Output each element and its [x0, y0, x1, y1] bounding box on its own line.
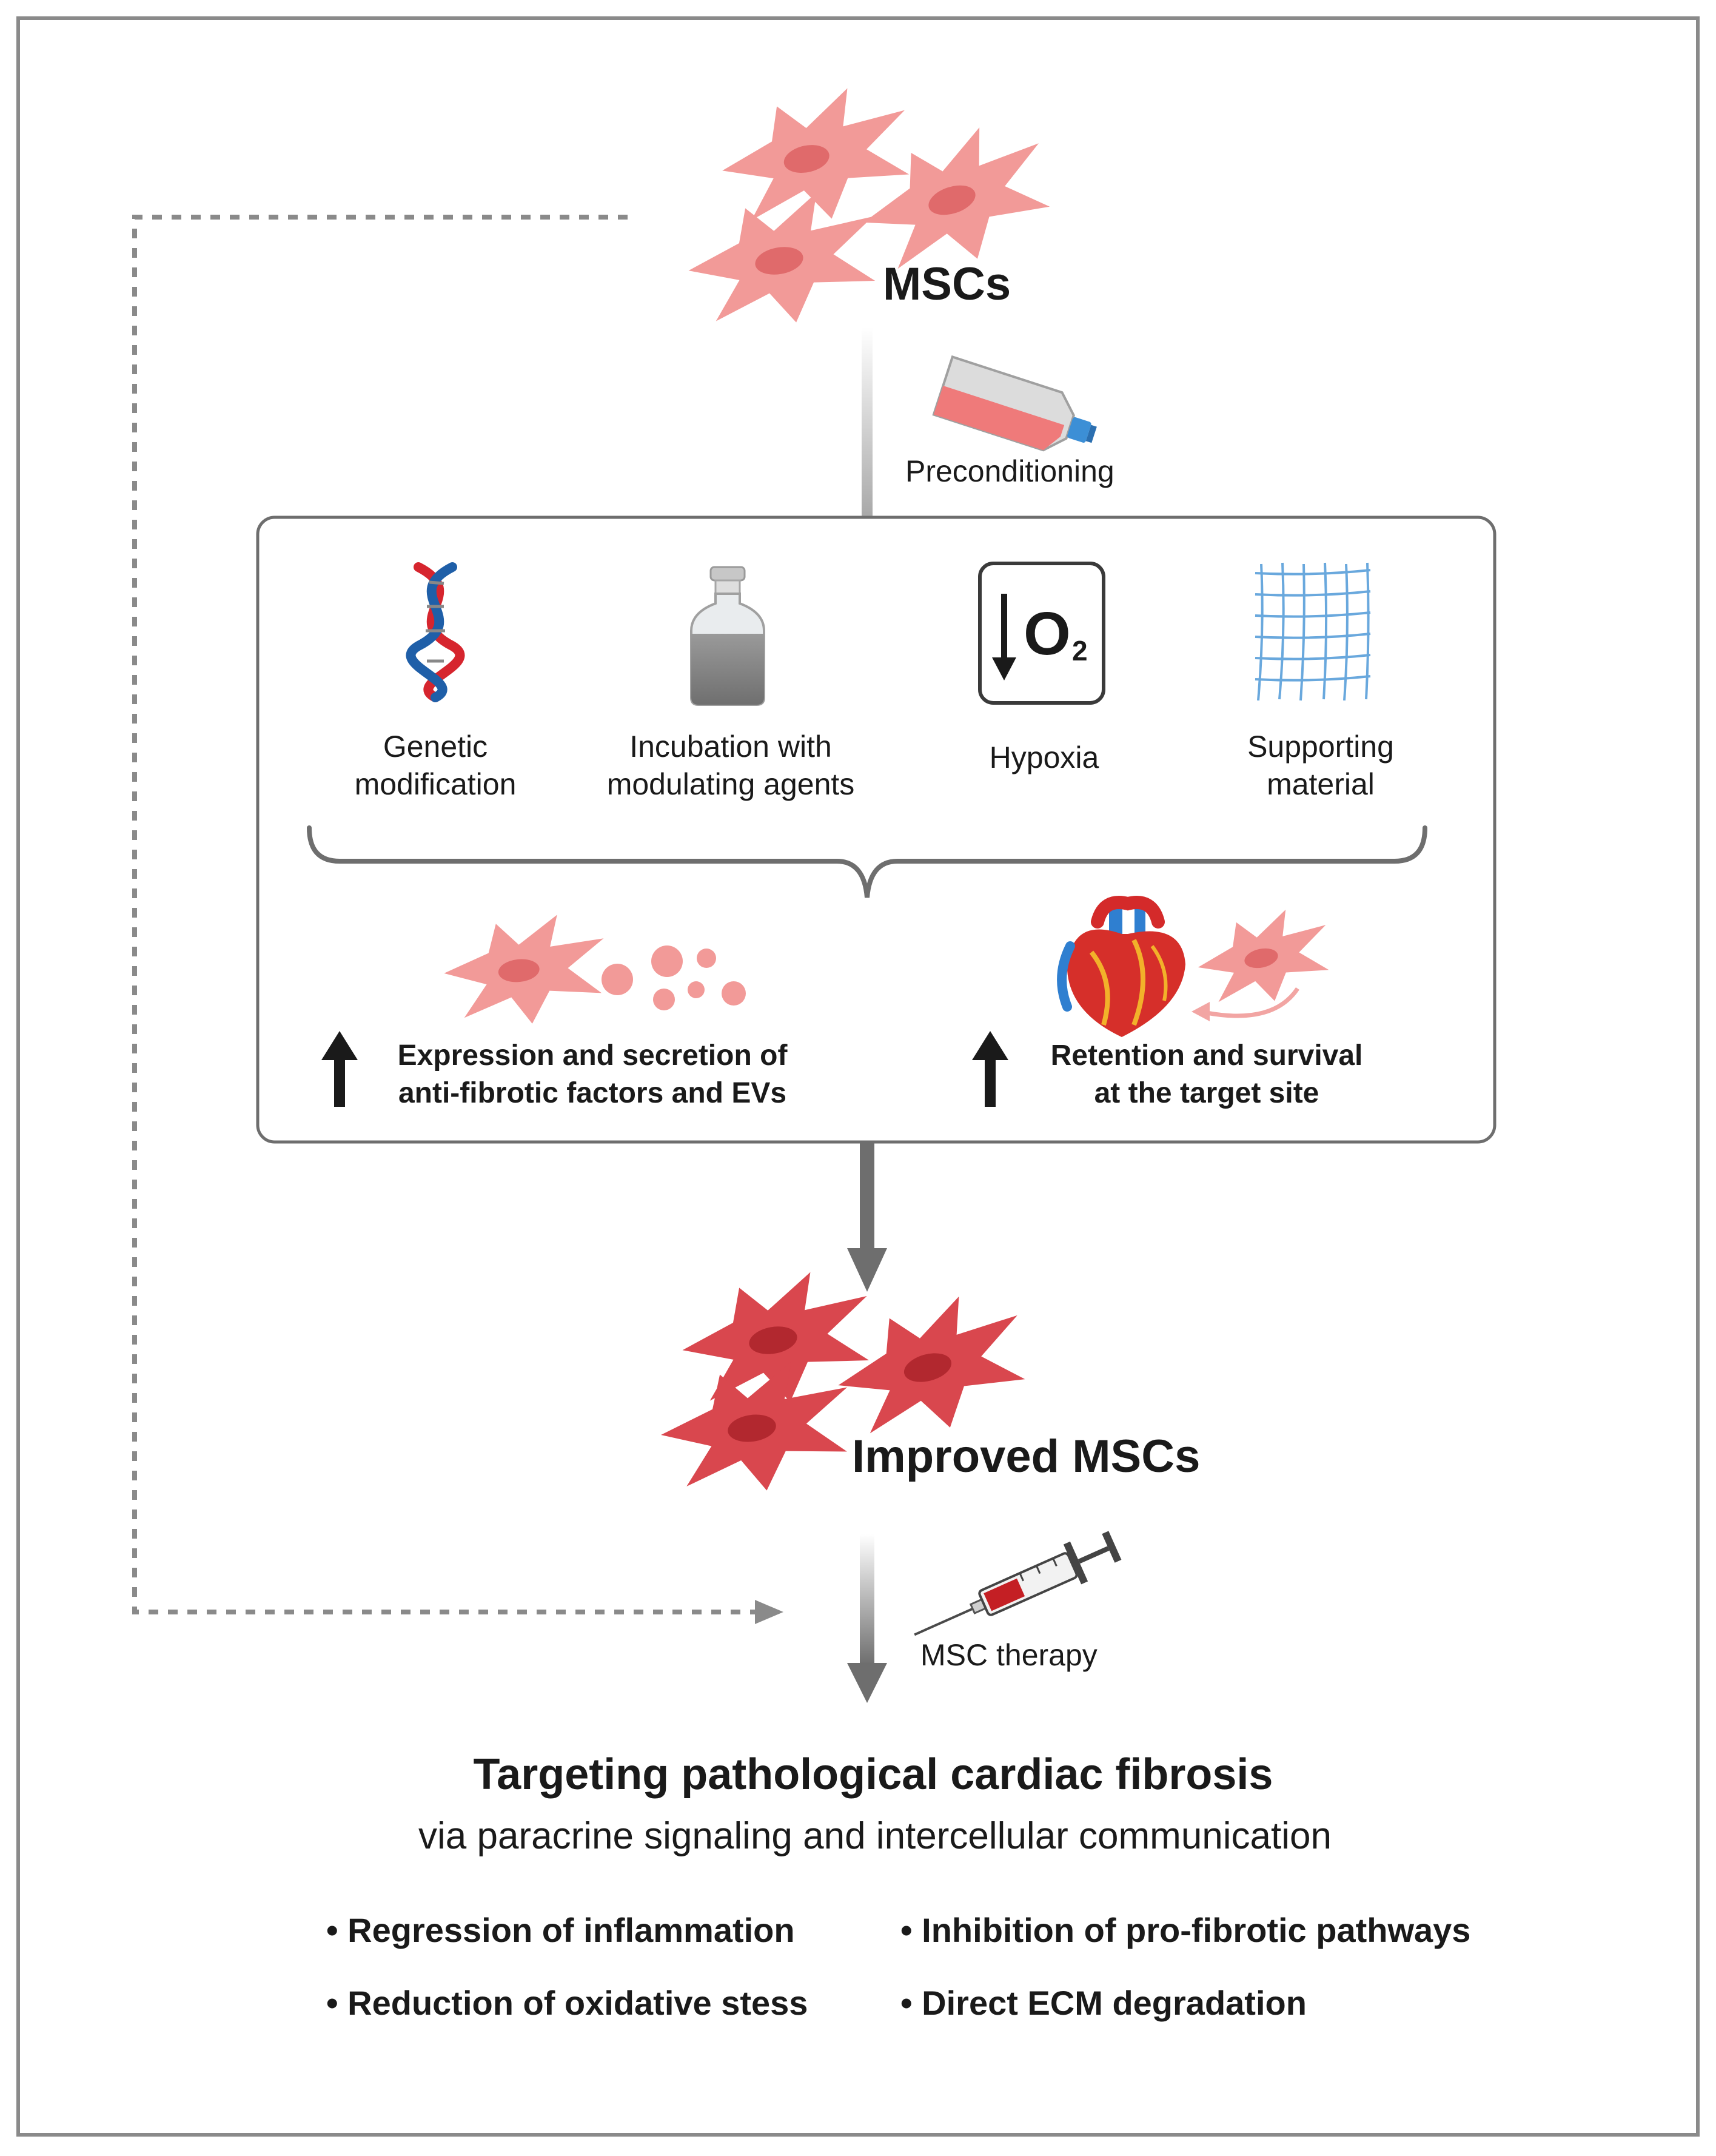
- final-subtitle: via paracrine signaling and intercellula…: [418, 1815, 1332, 1857]
- homing-arrowhead: [1191, 1002, 1210, 1021]
- arrow-head: [847, 1248, 887, 1292]
- effect-label-secretion: Expression and secretion of anti-fibroti…: [398, 1037, 788, 1112]
- effect-label-line: Expression and secretion of: [397, 1039, 788, 1072]
- method-label-line: modulating agents: [606, 767, 855, 801]
- effect-label-line: at the target site: [1094, 1077, 1319, 1109]
- curly-brace: [307, 825, 1427, 898]
- improved-msc-cell-icon: [672, 1263, 883, 1419]
- method-label-line: modification: [354, 767, 517, 801]
- improved-msc-cell-icon: [653, 1354, 860, 1504]
- method-label-line: Genetic: [383, 730, 488, 764]
- effect-label-line: anti-fibrotic factors and EVs: [398, 1077, 787, 1109]
- syringe-icon: [914, 1531, 1122, 1636]
- culture-flask-icon: [932, 355, 1097, 452]
- arrow-shaft: [860, 1142, 874, 1248]
- therapy-label: MSC therapy: [920, 1638, 1098, 1672]
- method-label-line: Supporting: [1247, 730, 1394, 764]
- method-label-supporting: Supporting material: [1247, 728, 1394, 803]
- therapy-arrow-shaft: [860, 1534, 874, 1665]
- msc-cell-cluster: [679, 77, 1067, 340]
- improved-msc-label: Improved MSCs: [852, 1431, 1201, 1482]
- improved-msc-cell-cluster: [653, 1263, 1041, 1504]
- method-label-hypoxia: Hypoxia: [990, 739, 1099, 776]
- o2-subscript: 2: [1072, 635, 1088, 667]
- o2-symbol: O: [1024, 600, 1071, 668]
- bypass-dotted-path: [132, 215, 755, 1614]
- preconditioning-label: Preconditioning: [905, 454, 1114, 488]
- msc-label: MSCs: [883, 258, 1011, 310]
- vial-icon: [690, 566, 765, 706]
- homing-arrow: [1206, 987, 1299, 1018]
- final-title: Targeting pathological cardiac fibrosis: [473, 1750, 1273, 1799]
- heart-icon: [1057, 896, 1185, 1037]
- dna-helix-icon: [406, 562, 465, 702]
- up-arrow-icon: [321, 1031, 358, 1107]
- migrating-cell-icon: [1190, 902, 1339, 1015]
- bullet-item: • Inhibition of pro-fibrotic pathways: [900, 1911, 1471, 1949]
- extracellular-vesicles-icon: [602, 945, 746, 1010]
- msc-cell-icon: [679, 183, 889, 340]
- method-label-genetic: Genetic modification: [355, 728, 517, 803]
- hypoxia-o2-icon: O 2: [978, 562, 1105, 705]
- bullet-item: • Reduction of oxidative stess: [326, 1984, 808, 2022]
- figure-frame: [16, 16, 1700, 2137]
- mesh-scaffold-icon: [1255, 562, 1371, 701]
- msc-cell-icon: [846, 111, 1067, 289]
- therapy-arrow-head: [847, 1663, 887, 1703]
- effect-label-line: Retention and survival: [1050, 1039, 1363, 1072]
- bullet-item: • Regression of inflammation: [326, 1911, 795, 1949]
- method-label-line: Incubation with: [629, 730, 832, 764]
- secreting-cell-icon: [439, 910, 612, 1033]
- up-arrow-icon: [972, 1031, 1008, 1107]
- method-label-incubation: Incubation with modulating agents: [607, 728, 855, 803]
- connector-line-top: [862, 327, 873, 519]
- msc-cell-icon: [711, 77, 924, 239]
- bullet-item: • Direct ECM degradation: [900, 1984, 1307, 2022]
- improved-msc-cell-icon: [824, 1283, 1041, 1453]
- effect-label-retention: Retention and survival at the target sit…: [1051, 1037, 1363, 1112]
- method-label-line: Hypoxia: [989, 740, 1099, 774]
- method-label-line: material: [1267, 767, 1375, 801]
- bypass-arrowhead: [755, 1600, 783, 1624]
